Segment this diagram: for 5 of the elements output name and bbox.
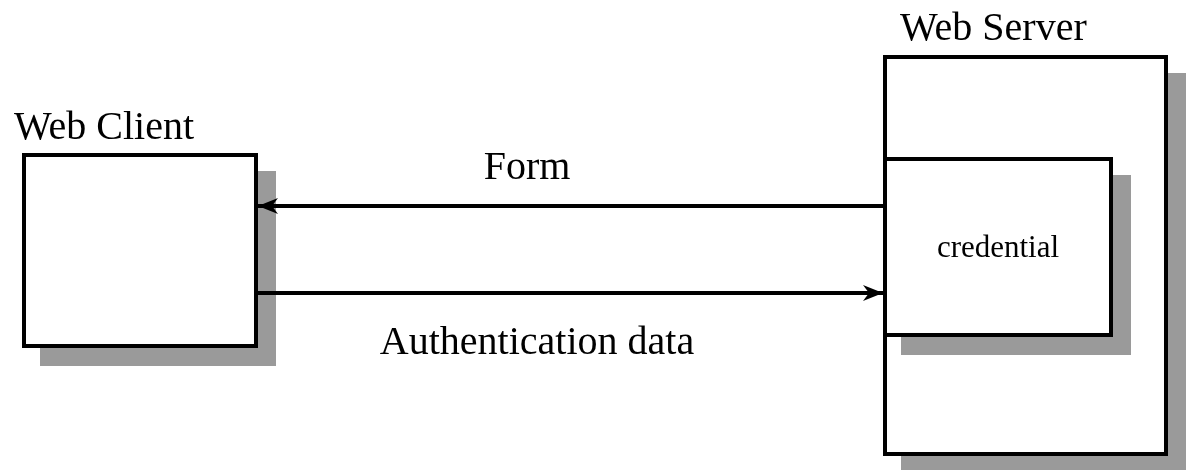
box-label: credential [936,229,1060,265]
arrow [258,285,883,301]
node-heading: Web Client [14,103,195,149]
arrow [258,198,883,214]
node-heading: Web Server [900,4,1087,50]
